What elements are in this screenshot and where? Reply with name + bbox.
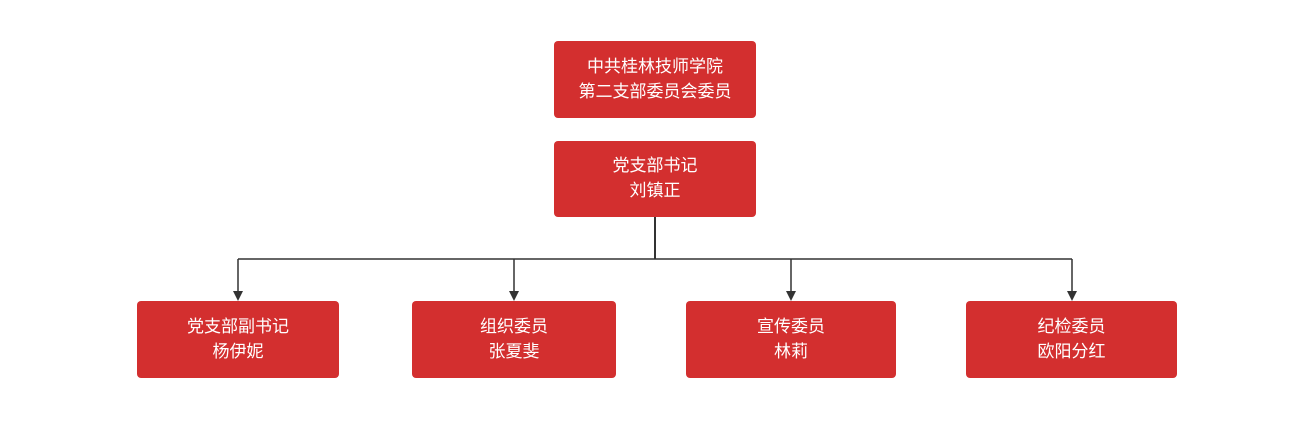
member-name: 杨伊妮 (212, 341, 264, 362)
node-secretary: 党支部书记 刘镇正 (554, 141, 756, 217)
member-title: 党支部副书记 (187, 316, 289, 337)
node-committee: 中共桂林技师学院 第二支部委员会委员 (554, 41, 756, 118)
arrow-head-1 (233, 291, 243, 301)
member-name: 欧阳分红 (1037, 341, 1106, 362)
secretary-name: 刘镇正 (629, 181, 681, 201)
node-deputy-secretary: 党支部副书记 杨伊妮 (137, 301, 339, 378)
arrow-head-2 (509, 291, 519, 301)
node-organization-member: 组织委员 张夏斐 (412, 301, 616, 378)
node-propaganda-member: 宣传委员 林莉 (686, 301, 896, 378)
secretary-title: 党支部书记 (612, 156, 698, 176)
committee-line-2: 第二支部委员会委员 (578, 81, 732, 102)
arrow-head-3 (786, 291, 796, 301)
member-title: 组织委员 (480, 316, 548, 337)
committee-line-1: 中共桂林技师学院 (587, 56, 723, 77)
node-discipline-member: 纪检委员 欧阳分红 (966, 301, 1177, 378)
arrow-head-4 (1067, 291, 1077, 301)
member-name: 林莉 (774, 341, 808, 362)
member-title: 宣传委员 (757, 316, 825, 337)
member-name: 张夏斐 (488, 341, 540, 362)
member-title: 纪检委员 (1037, 316, 1106, 337)
